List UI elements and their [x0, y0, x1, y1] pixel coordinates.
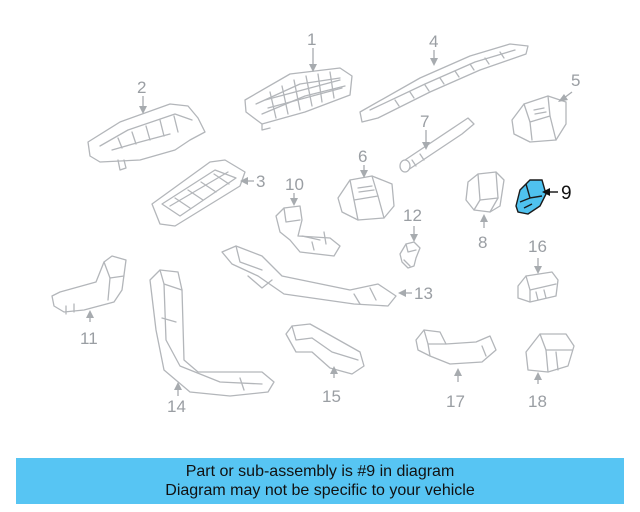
part-14-label: 14	[167, 397, 186, 416]
part-1-label: 1	[307, 30, 316, 49]
part-16-drawing	[517, 271, 559, 303]
part-6-label: 6	[358, 147, 367, 166]
part-11-drawing	[51, 255, 127, 315]
part-18-drawing	[525, 333, 575, 373]
part-18-label: 18	[528, 392, 547, 411]
part-4-label: 4	[429, 32, 438, 51]
part-2-label: 2	[137, 78, 146, 97]
part-14-drawing	[149, 269, 275, 397]
part-15-drawing	[285, 323, 365, 375]
part-4-drawing	[359, 43, 529, 123]
part-3-label: 3	[256, 172, 265, 191]
part-13-label: 13	[414, 284, 433, 303]
banner-line-1: Part or sub-assembly is #9 in diagram	[185, 463, 455, 480]
part-8-label: 8	[478, 233, 487, 252]
part-13-drawing	[221, 245, 397, 307]
part-15-label: 15	[322, 387, 341, 406]
part-7-drawing	[399, 117, 475, 173]
part-17-label: 17	[446, 392, 465, 411]
part-1-drawing	[244, 67, 353, 131]
part-6-drawing	[337, 175, 395, 221]
part-16-label: 16	[528, 237, 547, 256]
part-3-drawing	[151, 159, 246, 227]
part-5-drawing	[511, 95, 567, 143]
part-12-label: 12	[403, 206, 422, 225]
part-8-drawing	[465, 171, 505, 213]
part-7-label: 7	[420, 112, 429, 131]
part-11-label: 11	[80, 329, 98, 348]
banner-line-2: Diagram may not be specific to your vehi…	[165, 482, 475, 499]
part-17-drawing	[415, 329, 497, 365]
part-9-highlighted[interactable]	[515, 179, 547, 215]
part-12-drawing	[399, 241, 421, 269]
part-2-drawing	[87, 103, 206, 171]
part-10-label: 10	[285, 175, 304, 194]
part-info-banner: Part or sub-assembly is #9 in diagram Di…	[16, 458, 624, 504]
part-5-label: 5	[571, 71, 580, 90]
part-10-drawing	[275, 205, 341, 257]
part-9-label: 9	[561, 183, 572, 204]
